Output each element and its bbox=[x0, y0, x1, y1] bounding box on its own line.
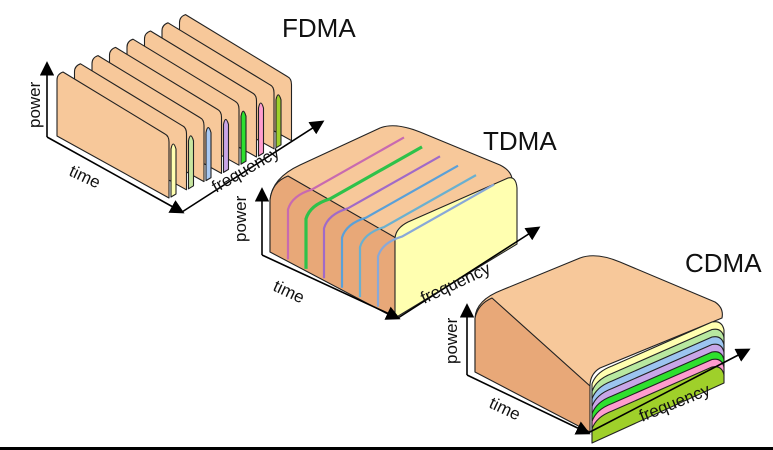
cdma-panel: CDMA power time frequency bbox=[442, 248, 762, 444]
fdma-title: FDMA bbox=[282, 13, 356, 43]
fdma-panel: FDMA power time frequency bbox=[25, 13, 356, 214]
cdma-power-label: power bbox=[442, 317, 461, 364]
fdma-guard-band bbox=[240, 110, 247, 165]
tdma-time-slot-band bbox=[340, 164, 459, 288]
tdma-block-front bbox=[394, 177, 518, 319]
tdma-time-slot-band bbox=[286, 136, 405, 260]
tdma-time-slot-band bbox=[376, 183, 495, 307]
cdma-code-layer bbox=[591, 366, 725, 444]
tdma-power-label: power bbox=[231, 195, 250, 242]
tdma-time-slot-band bbox=[322, 155, 441, 279]
fdma-frequency-axis bbox=[181, 120, 325, 213]
fdma-time-axis bbox=[46, 136, 185, 214]
cdma-title: CDMA bbox=[685, 248, 762, 278]
fdma-guard-band bbox=[222, 118, 230, 173]
fdma-power-label: power bbox=[25, 81, 44, 128]
fdma-guard-band bbox=[170, 143, 177, 198]
tdma-time-slot-band bbox=[304, 145, 423, 269]
tdma-title: TDMA bbox=[483, 126, 557, 156]
tdma-time-slot-band bbox=[358, 174, 477, 298]
fdma-channel-slab bbox=[56, 71, 170, 199]
tdma-panel: TDMA power time frequency bbox=[231, 125, 557, 320]
tdma-slot-block bbox=[269, 125, 518, 319]
fdma-channel-blocks bbox=[56, 14, 293, 199]
tdma-frequency-axis bbox=[397, 226, 541, 319]
cdma-frequency-axis bbox=[587, 348, 751, 434]
cdma-time-axis bbox=[466, 374, 591, 435]
cdma-time-label: time bbox=[486, 393, 523, 424]
tdma-time-label: time bbox=[270, 276, 307, 307]
fdma-guard-band bbox=[275, 94, 282, 149]
fdma-guard-band bbox=[205, 127, 212, 182]
bottom-border bbox=[0, 447, 773, 450]
fdma-guard-band bbox=[257, 102, 265, 157]
fdma-guard-band bbox=[187, 135, 195, 190]
tdma-block-side bbox=[269, 175, 397, 319]
tdma-time-axis bbox=[261, 254, 401, 320]
cdma-block-side bbox=[474, 297, 591, 433]
